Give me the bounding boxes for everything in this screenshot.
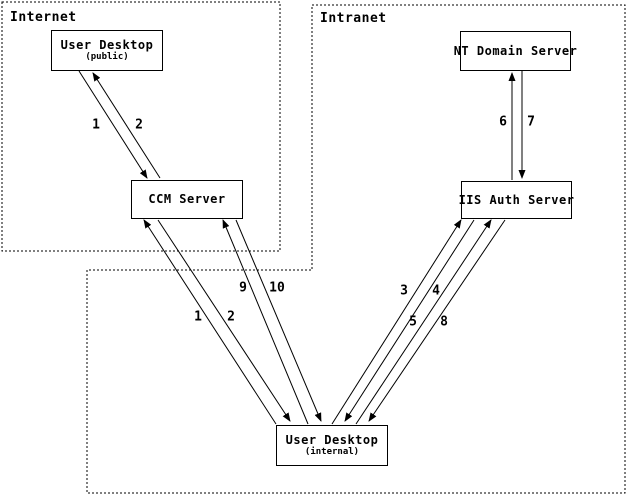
node-user-desktop-public-subtitle: (public)	[85, 52, 129, 62]
arrow-1-public-desktop-to-ccm	[78, 70, 148, 179]
arrow-9-internal-desktop-to-ccm	[222, 219, 309, 425]
arrow-2-ccm-to-public-desktop	[92, 72, 161, 179]
intranet-region-border	[86, 4, 626, 494]
flow-label-6: 6	[499, 114, 507, 130]
arrow-3-internal-desktop-to-iis	[331, 219, 462, 425]
arrow-2-ccm-to-internal-desktop	[157, 219, 291, 422]
flow-label-5: 5	[409, 314, 417, 330]
arrow-4-iis-to-internal-desktop	[344, 219, 475, 422]
node-user-desktop-public-title: User Desktop	[60, 38, 154, 52]
internet-region-label: Internet	[10, 10, 77, 25]
arrow-8-iis-to-internal-desktop	[368, 219, 506, 422]
flow-label-1-internal: 1	[194, 309, 202, 325]
node-nt-domain-server: NT Domain Server	[454, 31, 577, 71]
arrow-1-internal-desktop-to-ccm	[143, 219, 277, 425]
arrow-10-ccm-to-internal-desktop	[235, 219, 322, 422]
node-ccm-server: CCM Server	[131, 180, 243, 219]
flow-label-3: 3	[400, 283, 408, 299]
intranet-region-label: Intranet	[320, 11, 387, 26]
flow-label-2-public: 2	[135, 117, 143, 133]
flow-label-4: 4	[432, 283, 440, 299]
node-user-desktop-internal-subtitle: (internal)	[304, 447, 360, 457]
node-user-desktop-internal-title: User Desktop	[285, 433, 379, 447]
node-iis-auth-server: IIS Auth Server	[458, 181, 575, 219]
node-user-desktop-public: User Desktop (public)	[51, 30, 163, 71]
arrow-5-internal-desktop-to-iis	[355, 219, 492, 425]
node-nt-domain-server-title: NT Domain Server	[453, 43, 578, 58]
flow-label-10: 10	[269, 280, 285, 296]
internet-region-border	[1, 1, 281, 252]
node-iis-auth-server-title: IIS Auth Server	[458, 192, 575, 207]
flow-label-8: 8	[440, 314, 448, 330]
node-ccm-server-title: CCM Server	[148, 192, 226, 206]
flow-label-2-internal: 2	[227, 309, 235, 325]
flow-label-7: 7	[527, 114, 535, 130]
flow-label-1-public: 1	[92, 117, 100, 133]
node-user-desktop-internal: User Desktop (internal)	[276, 425, 388, 466]
flow-label-9: 9	[239, 280, 247, 296]
